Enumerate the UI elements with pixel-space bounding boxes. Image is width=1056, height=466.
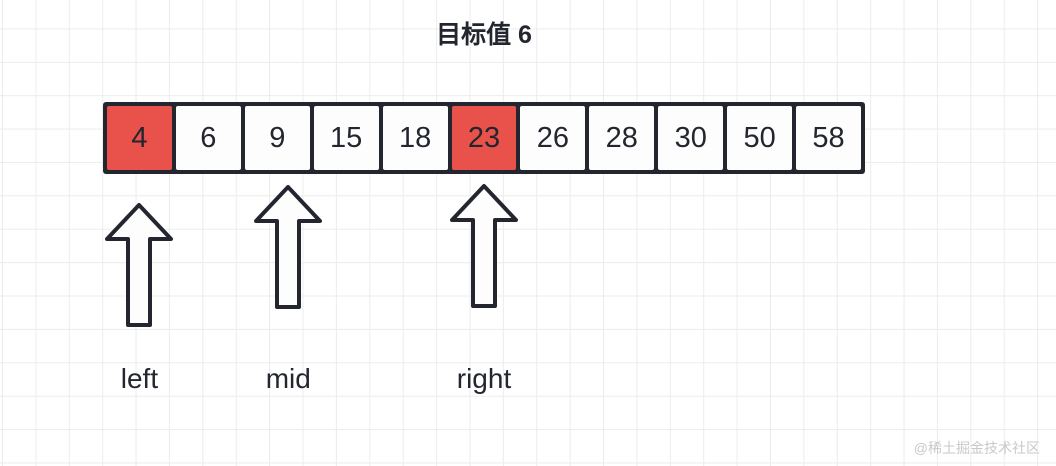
array-cell: 23 bbox=[451, 106, 517, 170]
array-cell: 18 bbox=[382, 106, 448, 170]
array-cell: 50 bbox=[727, 106, 793, 170]
array-cell: 15 bbox=[313, 106, 379, 170]
watermark-text: @稀土掘金技术社区 bbox=[913, 440, 1040, 456]
pointer-label-left: left bbox=[120, 363, 159, 394]
diagram-title: 目标值 6 bbox=[436, 21, 532, 49]
pointer-label-right: right bbox=[456, 363, 512, 394]
up-arrow-icon bbox=[105, 203, 174, 327]
array-cell: 28 bbox=[589, 106, 655, 170]
array-cell: 4 bbox=[107, 106, 172, 170]
array-cell: 6 bbox=[175, 106, 241, 170]
array-cell: 58 bbox=[796, 106, 861, 170]
up-arrow-icon bbox=[254, 185, 323, 309]
array-cell: 30 bbox=[658, 106, 724, 170]
pointer-label-mid: mid bbox=[265, 363, 311, 394]
up-arrow-icon bbox=[450, 184, 518, 308]
array-cell: 9 bbox=[244, 106, 310, 170]
array-cell: 26 bbox=[520, 106, 586, 170]
